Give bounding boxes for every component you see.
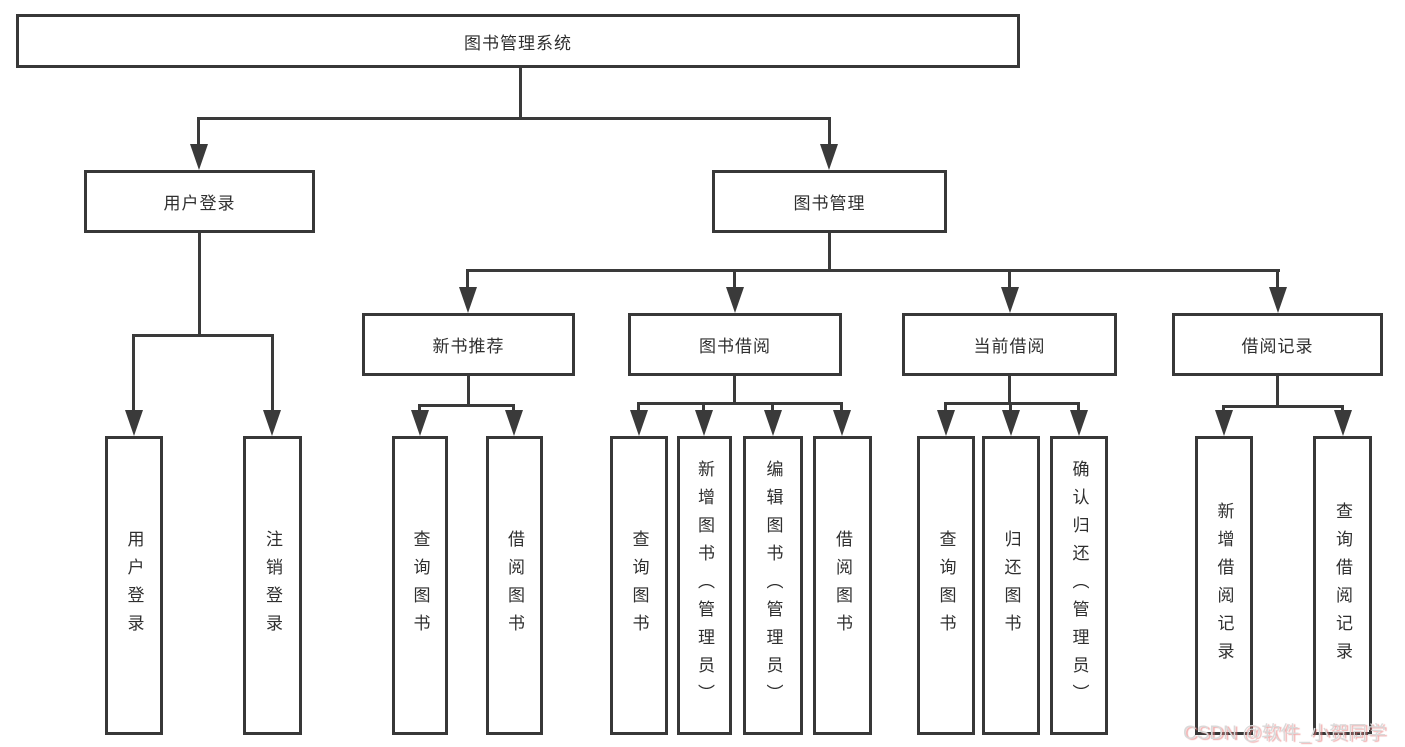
node-borrowing-records: 借阅记录	[1172, 313, 1383, 376]
node-label: 新书推荐	[432, 337, 505, 356]
connector-line	[132, 334, 274, 337]
connector-arrow	[1002, 410, 1020, 436]
connector-line	[1222, 405, 1344, 408]
node-label: 确认归还（管理员）	[1069, 459, 1089, 712]
connector-line	[1008, 269, 1011, 291]
leaf-borrow-books-recommend: 借阅图书	[486, 436, 543, 735]
connector-line	[828, 233, 831, 272]
leaf-edit-books-admin: 编辑图书（管理员）	[743, 436, 803, 735]
connector-line	[944, 402, 1080, 405]
node-label: 借阅图书	[833, 529, 852, 642]
connector-arrow	[820, 144, 838, 170]
node-label: 借阅图书	[505, 529, 524, 642]
connector-arrow	[190, 144, 208, 170]
connector-arrow	[505, 410, 523, 436]
connector-arrow	[1070, 410, 1088, 436]
node-book-borrowing: 图书借阅	[628, 313, 842, 376]
leaf-query-books-borrowing: 查询图书	[610, 436, 668, 735]
connector-arrow	[695, 410, 713, 436]
node-label: 查询图书	[629, 529, 649, 642]
node-label: 归还图书	[1001, 529, 1021, 642]
connector-line	[1009, 402, 1012, 413]
leaf-query-books-current: 查询图书	[917, 436, 975, 735]
connector-line	[466, 269, 1280, 272]
node-label: 查询借阅记录	[1333, 501, 1352, 670]
node-label: 借阅记录	[1241, 337, 1314, 356]
connector-line	[1341, 405, 1344, 414]
connector-arrow	[1269, 287, 1287, 313]
node-label: 查询图书	[410, 529, 430, 642]
node-new-book-recommendation: 新书推荐	[362, 313, 575, 376]
leaf-user-login: 用户登录	[105, 436, 163, 735]
connector-line	[702, 402, 705, 413]
connector-line	[198, 117, 831, 120]
node-current-borrowing: 当前借阅	[902, 313, 1117, 376]
leaf-borrow-books: 借阅图书	[813, 436, 872, 735]
connector-line	[637, 402, 640, 413]
connector-line	[637, 402, 843, 405]
node-book-management: 图书管理	[712, 170, 947, 233]
node-label: 新增借阅记录	[1214, 501, 1234, 670]
leaf-return-books: 归还图书	[982, 436, 1040, 735]
connector-line	[733, 269, 736, 291]
leaf-query-books-recommend: 查询图书	[392, 436, 448, 735]
node-label: 图书管理	[793, 194, 866, 213]
connector-arrow	[764, 410, 782, 436]
connector-arrow	[263, 410, 281, 436]
connector-arrow	[630, 410, 648, 436]
node-label: 当前借阅	[973, 337, 1046, 356]
connector-line	[198, 233, 201, 336]
connector-line	[1276, 269, 1279, 291]
node-label: 图书管理系统	[464, 33, 572, 53]
connector-line	[1222, 405, 1225, 414]
node-label: 查询图书	[936, 529, 956, 642]
connector-arrow	[833, 410, 851, 436]
connector-arrow	[1215, 410, 1233, 436]
connector-line	[771, 402, 774, 413]
connector-arrow	[937, 410, 955, 436]
node-label: 注销登录	[263, 529, 282, 642]
connector-line	[1008, 376, 1011, 404]
node-library-management-system: 图书管理系统	[16, 14, 1020, 68]
connector-line	[733, 376, 736, 404]
node-label: 新增图书（管理员）	[695, 459, 714, 712]
connector-line	[1077, 402, 1080, 413]
connector-line	[828, 117, 831, 149]
leaf-add-books-admin: 新增图书（管理员）	[677, 436, 732, 735]
connector-arrow	[1001, 287, 1019, 313]
leaf-query-borrow-record: 查询借阅记录	[1313, 436, 1372, 735]
connector-arrow	[1334, 410, 1352, 436]
connector-line	[197, 117, 200, 149]
connector-line	[418, 404, 515, 407]
connector-line	[467, 376, 470, 406]
node-user-login: 用户登录	[84, 170, 315, 233]
connector-line	[466, 269, 469, 291]
node-label: 用户登录	[124, 529, 144, 642]
node-label: 图书借阅	[699, 337, 771, 356]
connector-line	[271, 334, 274, 414]
connector-arrow	[726, 287, 744, 313]
connector-line	[519, 68, 522, 119]
leaf-logout: 注销登录	[243, 436, 302, 735]
node-label: 编辑图书（管理员）	[763, 459, 783, 712]
csdn-watermark: CSDN @软件_小贺同学	[1183, 723, 1386, 744]
connector-line	[840, 402, 843, 413]
node-label: 用户登录	[163, 194, 236, 213]
connector-line	[132, 334, 135, 414]
connector-line	[512, 404, 515, 415]
leaf-add-borrow-record: 新增借阅记录	[1195, 436, 1253, 735]
connector-arrow	[411, 410, 429, 436]
connector-arrow	[125, 410, 143, 436]
connector-arrow	[459, 287, 477, 313]
leaf-confirm-return-admin: 确认归还（管理员）	[1050, 436, 1108, 735]
connector-line	[944, 402, 947, 413]
connector-line	[1276, 376, 1279, 407]
connector-line	[418, 404, 421, 415]
